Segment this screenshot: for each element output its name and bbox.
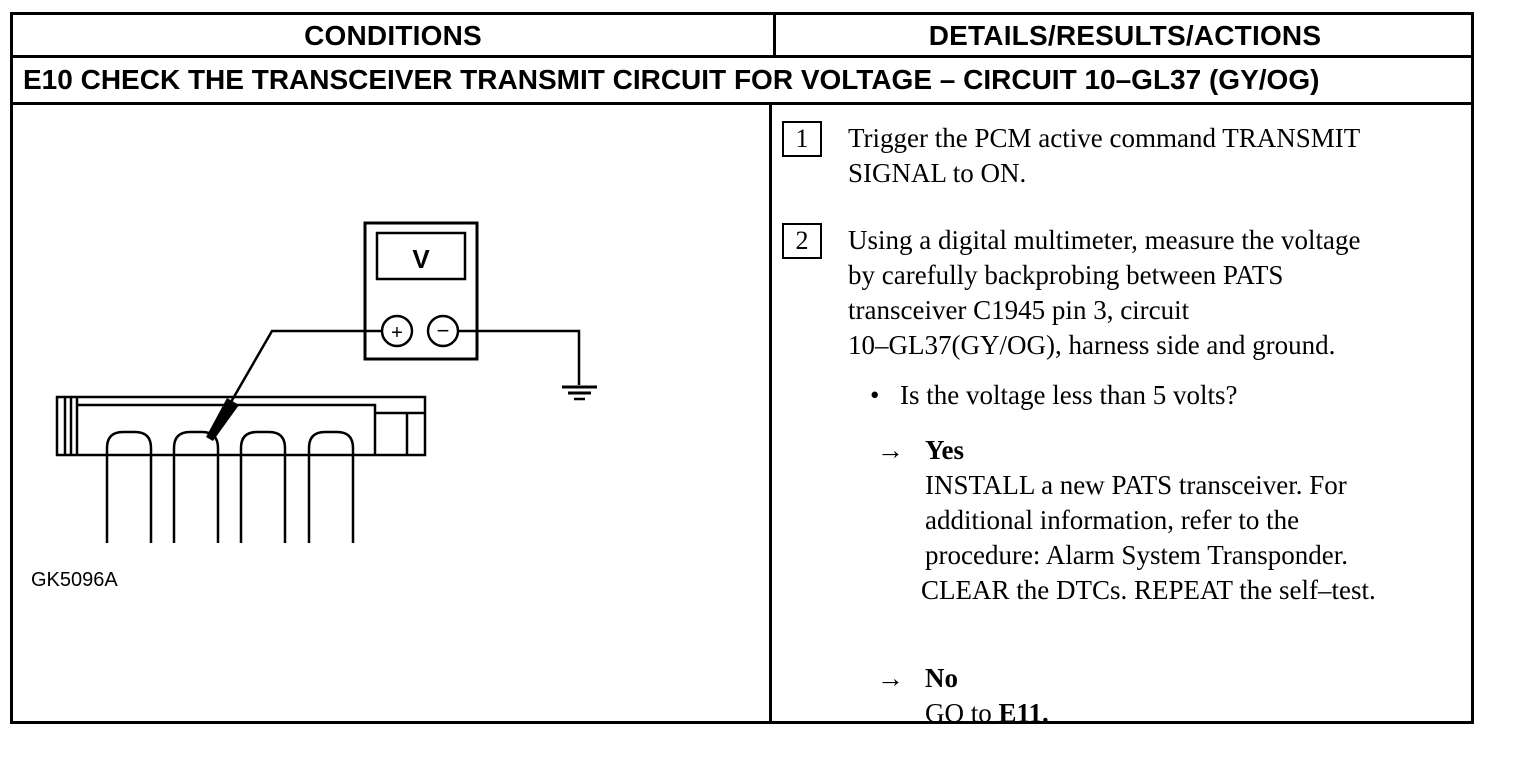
diagnostic-table: CONDITIONS DETAILS/RESULTS/ACTIONS E10 C…	[10, 12, 1474, 728]
column-divider	[769, 105, 772, 724]
test-step-title: E10 CHECK THE TRANSCEIVER TRANSMIT CIRCU…	[23, 64, 1320, 95]
arrow-icon: →	[877, 663, 904, 693]
header-divider	[773, 15, 776, 55]
yes-action: INSTALL a new PATS transceiver. For addi…	[921, 468, 1376, 608]
yes-action-line: additional information, refer to the	[925, 505, 1300, 535]
step-1-text: Trigger the PCM active command TRANSMIT …	[848, 121, 1468, 191]
yes-action-line: procedure: Alarm System Transponder.	[925, 540, 1348, 570]
conditions-header: CONDITIONS	[304, 20, 482, 51]
meter-label: V	[412, 244, 430, 274]
ground-symbol	[562, 385, 597, 401]
go-to-target: E11.	[998, 698, 1049, 728]
arrow-icon: →	[877, 435, 904, 465]
step-2-line: 10–GL37(GY/OG), harness side and ground.	[848, 330, 1336, 360]
plus-symbol: +	[391, 322, 403, 344]
no-label: No	[925, 663, 958, 693]
ground-lead	[458, 329, 581, 385]
step-2-line: transceiver C1945 pin 3, circuit	[848, 295, 1190, 325]
probe-tip	[206, 398, 239, 441]
go-to-prefix: GO to	[925, 698, 999, 728]
bullet-dot: •	[870, 380, 880, 410]
step-2-line: by carefully backprobing between PATS	[848, 260, 1284, 290]
yes-action-line: CLEAR the DTCs. REPEAT the self–test.	[921, 575, 1376, 605]
minus-symbol: −	[437, 318, 450, 343]
title-rule	[13, 102, 1471, 105]
step-1-number: 1	[782, 121, 822, 157]
question-text: Is the voltage less than 5 volts?	[900, 380, 1238, 410]
yes-action-line: INSTALL a new PATS transceiver. For	[925, 470, 1347, 500]
yes-label: Yes	[925, 435, 964, 465]
positive-lead	[229, 329, 382, 403]
multimeter-connector-illustration: V + −	[55, 221, 597, 543]
header-rule	[13, 55, 1471, 58]
step-2-text: Using a digital multimeter, measure the …	[848, 223, 1468, 363]
transceiver-connector	[55, 395, 427, 543]
step-1-line: Trigger the PCM active command TRANSMIT	[848, 123, 1361, 153]
figure-id: GK5096A	[31, 569, 118, 591]
details-column: 1 Trigger the PCM active command TRANSMI…	[772, 105, 1472, 728]
conditions-diagram: V + −	[13, 105, 769, 724]
no-action: GO to E11.	[925, 696, 1049, 731]
multimeter-display	[375, 231, 467, 281]
step-2-line: Using a digital multimeter, measure the …	[848, 225, 1361, 255]
details-header: DETAILS/RESULTS/ACTIONS	[928, 20, 1322, 51]
step-2-number: 2	[782, 223, 822, 259]
step-1-line: SIGNAL to ON.	[848, 158, 1027, 188]
